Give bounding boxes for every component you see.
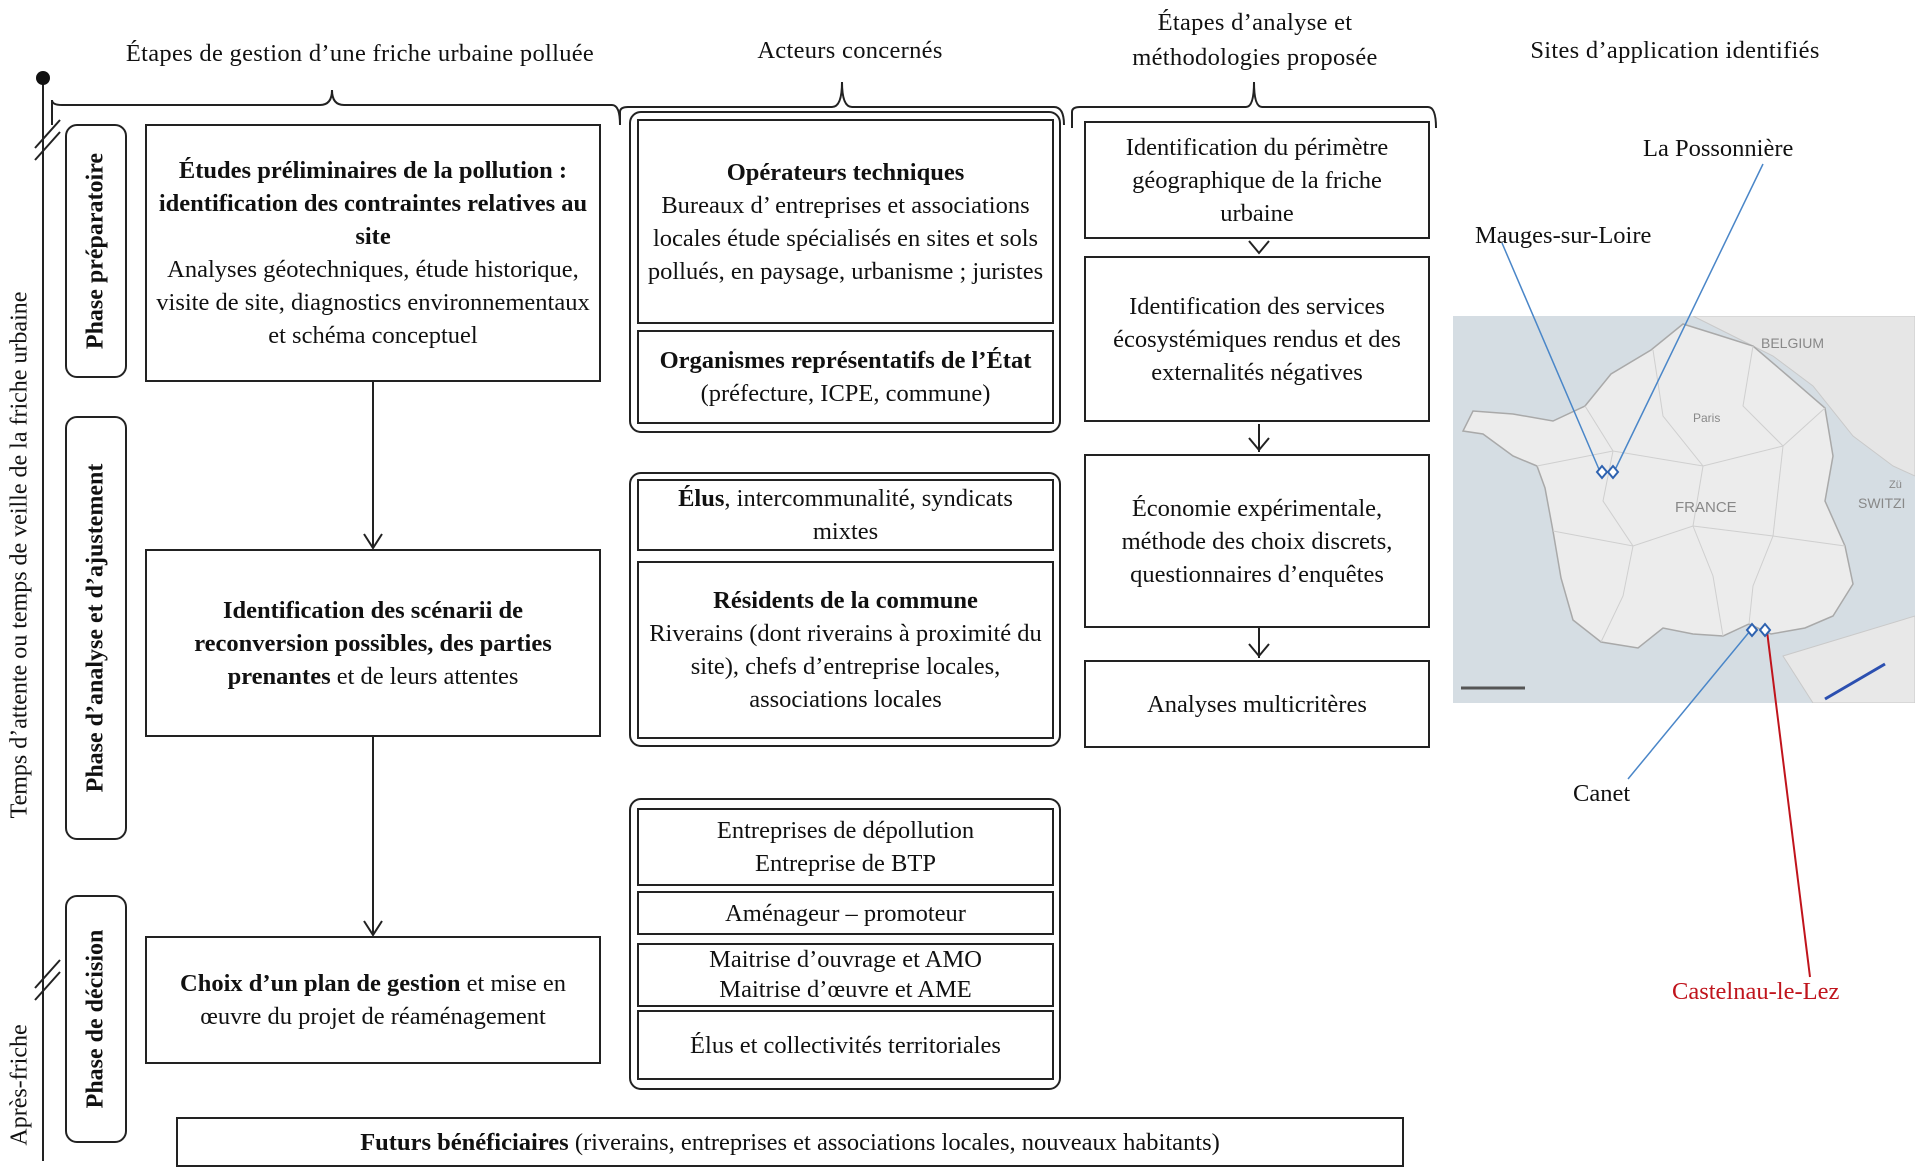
site-label-possonniere: La Possonnière <box>1643 135 1794 162</box>
step-preliminary-studies: Études préliminaires de la pollution : i… <box>145 124 601 382</box>
actor-technical-operators: Opérateurs techniques Bureaux d’ entrepr… <box>637 119 1054 324</box>
actor-residents: Résidents de la commune Riverains (dont … <box>637 561 1054 739</box>
actor-state-text: (préfecture, ICPE, commune) <box>700 380 991 407</box>
analysis-ecosystem-services: Identification des services écosystémiqu… <box>1084 256 1430 422</box>
actor-developer: Aménageur – promoteur <box>637 891 1054 935</box>
marker-canet <box>1745 622 1759 638</box>
step-scenarios-text: et de leurs attentes <box>336 662 519 690</box>
actor-state-bodies: Organismes représentatifs de l’État (pré… <box>637 330 1054 424</box>
beneficiaries-title: Futurs bénéficiaires <box>360 1128 569 1156</box>
actor-state-title: Organismes représentatifs de l’État <box>659 347 1032 374</box>
actor-residents-text: Riverains (dont riverains à proximité du… <box>649 620 1042 713</box>
site-label-canet: Canet <box>1573 780 1631 807</box>
actor-residents-title: Résidents de la commune <box>713 587 978 614</box>
site-label-mauges: Mauges-sur-Loire <box>1475 222 1652 249</box>
step-management-plan: Choix d’un plan de gestion et mise en œu… <box>145 936 601 1064</box>
actor-depollution-line2: Entreprise de BTP <box>755 850 936 877</box>
analysis-multicriteria: Analyses multicritères <box>1084 660 1430 748</box>
actor-depollution-line1: Entreprises de dépollution <box>716 817 975 844</box>
actor-depollution: Entreprises de dépollution Entreprise de… <box>637 808 1054 886</box>
map-label-zu: Zü <box>1889 479 1902 491</box>
step-plan-text: et mise en œuvre du projet de réaménagem… <box>200 970 566 1030</box>
analysis-perimeter: Identification du périmètre géographique… <box>1084 121 1430 239</box>
map-label-switz: SWITZI <box>1858 495 1905 511</box>
france-map: BELGIUM Paris FRANCE SWITZI Zü <box>1453 316 1915 703</box>
future-beneficiaries: Futurs bénéficiaires (riverains, entrepr… <box>176 1117 1404 1167</box>
analysis-perimeter-text: Identification du périmètre géographique… <box>1125 133 1389 227</box>
step-scenarios-title: Identification des scénarii de reconvers… <box>194 596 552 690</box>
actor-technical-title: Opérateurs techniques <box>726 158 965 186</box>
phase-preparatory: Phase préparatoire <box>65 124 127 378</box>
site-label-castelnau: Castelnau-le-Lez <box>1672 978 1840 1005</box>
marker-possonniere <box>1606 464 1620 480</box>
actor-elus-title: Élus <box>678 485 725 512</box>
phase-analysis: Phase d’analyse et d’ajustement <box>65 416 127 840</box>
actor-technical-text: Bureaux d’ entreprises et associations l… <box>647 191 1044 285</box>
header-analysis-line2: méthodologies proposée <box>1132 44 1378 71</box>
step-scenarios: Identification des scénarii de reconvers… <box>145 549 601 737</box>
header-actors: Acteurs concernés <box>757 37 943 64</box>
step-preliminary-title: Études préliminaires de la pollution : i… <box>158 157 588 250</box>
analysis-multicriteria-text: Analyses multicritères <box>1147 690 1367 718</box>
header-management-steps: Étapes de gestion d’une friche urbaine p… <box>125 40 595 67</box>
analysis-experimental-text: Économie expérimentale, méthode des choi… <box>1121 494 1393 588</box>
actor-local-authorities: Élus et collectivités territoriales <box>637 1010 1054 1080</box>
marker-mauges <box>1595 464 1609 480</box>
actor-collectivites-text: Élus et collectivités territoriales <box>690 1031 1001 1059</box>
france-map-drawing: BELGIUM Paris FRANCE SWITZI Zü <box>1461 316 1915 703</box>
beneficiaries-text: (riverains, entreprises et associations … <box>574 1128 1220 1156</box>
step-preliminary-text: Analyses géotechniques, étude historique… <box>156 256 590 349</box>
marker-castelnau <box>1758 622 1772 638</box>
analysis-experimental-economics: Économie expérimentale, méthode des choi… <box>1084 454 1430 628</box>
actor-mo-line2: Maitrise d’œuvre et AME <box>719 976 972 1003</box>
map-label-paris: Paris <box>1693 411 1720 425</box>
header-sites: Sites d’application identifiés <box>1530 37 1820 64</box>
analysis-ecosystem-text: Identification des services écosystémiqu… <box>1113 292 1401 386</box>
actor-elected-officials: Élus, intercommunalité, syndicats mixtes <box>637 479 1054 551</box>
timeline-start-dot <box>36 71 50 85</box>
step-plan-title: Choix d’un plan de gestion <box>180 970 461 997</box>
header-analysis-line1: Étapes d’analyse et <box>1157 9 1353 36</box>
map-label-france: FRANCE <box>1675 499 1737 516</box>
actor-developer-text: Aménageur – promoteur <box>725 899 966 927</box>
actor-project-owner: Maitrise d’ouvrage et AMO Maitrise d’œuv… <box>637 943 1054 1007</box>
map-label-belgium: BELGIUM <box>1761 335 1824 351</box>
phase-decision: Phase de décision <box>65 895 127 1143</box>
actor-mo-line1: Maitrise d’ouvrage et AMO <box>709 946 982 973</box>
actor-elus-text: , intercommunalité, syndicats mixtes <box>724 485 1013 545</box>
